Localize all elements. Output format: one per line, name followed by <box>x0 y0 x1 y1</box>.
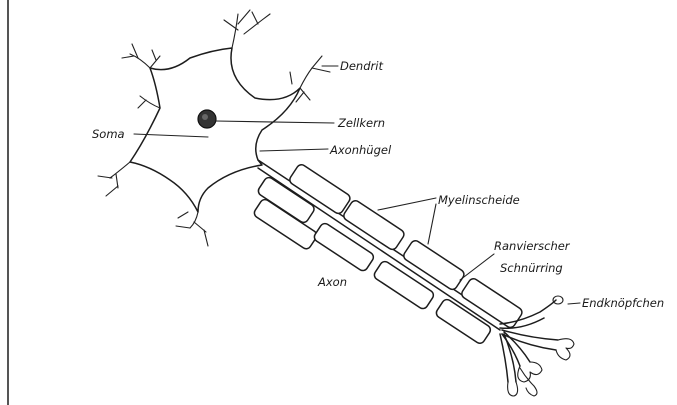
label-axon: Axon <box>317 275 347 289</box>
label-dendrit: Dendrit <box>340 59 383 73</box>
label-ranvier-line1: Ranvierscher <box>494 239 571 253</box>
label-endknoepfchen: Endknöpfchen <box>582 296 664 310</box>
label-myelinscheide: Myelinscheide <box>438 193 520 207</box>
label-zellkern: Zellkern <box>337 116 385 130</box>
label-axonhuegel: Axonhügel <box>329 143 392 157</box>
label-soma: Soma <box>92 127 125 141</box>
label-ranvier-line2: Schnürring <box>500 261 563 275</box>
